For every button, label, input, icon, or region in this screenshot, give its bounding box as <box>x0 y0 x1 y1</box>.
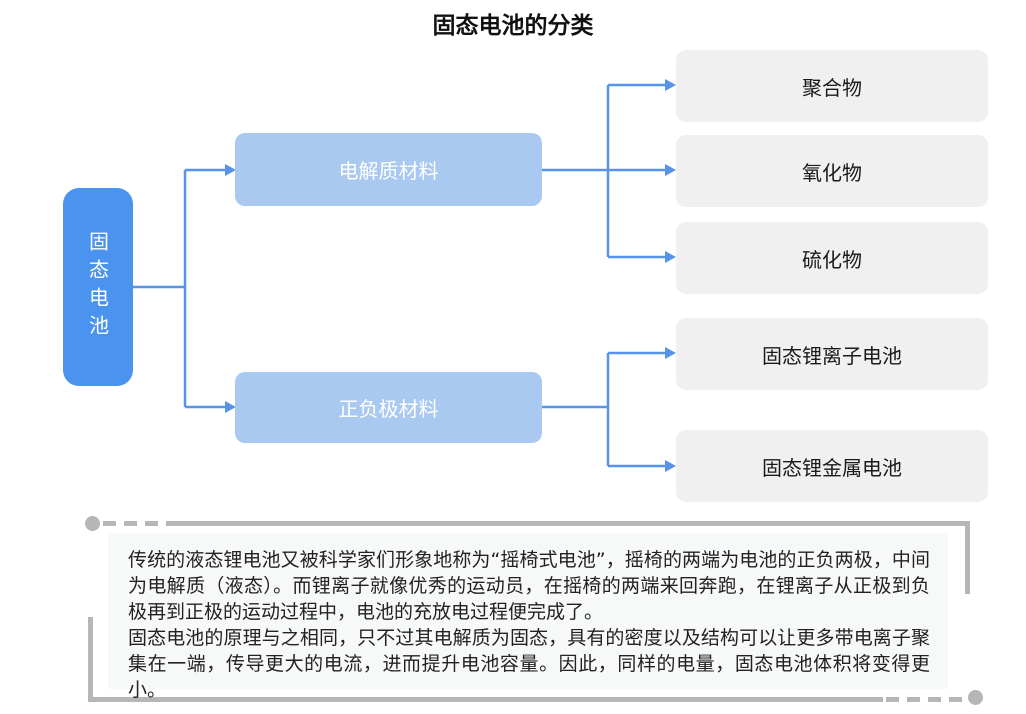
frame-left-line <box>88 617 93 702</box>
note-paragraph-solid-battery: 固态电池的原理与之相同，只不过其电解质为固态，具有的密度以及结构可以让更多带电离… <box>128 627 930 701</box>
node-polymer-label: 聚合物 <box>802 75 862 100</box>
frame-right-line <box>965 521 970 594</box>
frame-bottom-dashed-line <box>886 697 966 702</box>
node-electrolyte-label: 电解质材料 <box>338 159 439 183</box>
node-sulfide-label: 硫化物 <box>802 247 862 272</box>
connector-lines <box>133 79 676 472</box>
node-root-label: 固态电池 <box>85 231 110 343</box>
page-title: 固态电池的分类 <box>432 13 594 39</box>
node-solid-li-ion-label: 固态锂离子电池 <box>762 343 902 368</box>
node-oxide-label: 氧化物 <box>802 160 862 185</box>
note-panel: 传统的液态锂电池又被科学家们形象地称为“摇椅式电池”，摇椅的两端为电池的正负两极… <box>108 533 948 701</box>
frame-top-left-dot <box>85 516 100 531</box>
node-solid-li-metal-battery: 固态锂金属电池 <box>676 430 988 502</box>
node-root: 固态电池 <box>63 188 133 386</box>
node-electrolyte-materials: 电解质材料 <box>235 133 542 206</box>
node-solid-li-metal-label: 固态锂金属电池 <box>762 455 902 480</box>
frame-top-dashed-line <box>103 521 179 526</box>
node-polymer: 聚合物 <box>676 50 988 122</box>
node-electrode-materials: 正负极材料 <box>235 372 542 443</box>
frame-bottom-line <box>88 697 883 702</box>
node-sulfide: 硫化物 <box>676 222 988 294</box>
frame-bottom-right-dot <box>968 690 983 705</box>
frame-top-line <box>177 521 970 526</box>
note-paragraph-liquid-battery: 传统的液态锂电池又被科学家们形象地称为“摇椅式电池”，摇椅的两端为电池的正负两极… <box>128 549 930 623</box>
node-electrode-label: 正负极材料 <box>338 397 439 421</box>
node-solid-li-ion-battery: 固态锂离子电池 <box>676 318 988 390</box>
node-oxide: 氧化物 <box>676 135 988 207</box>
